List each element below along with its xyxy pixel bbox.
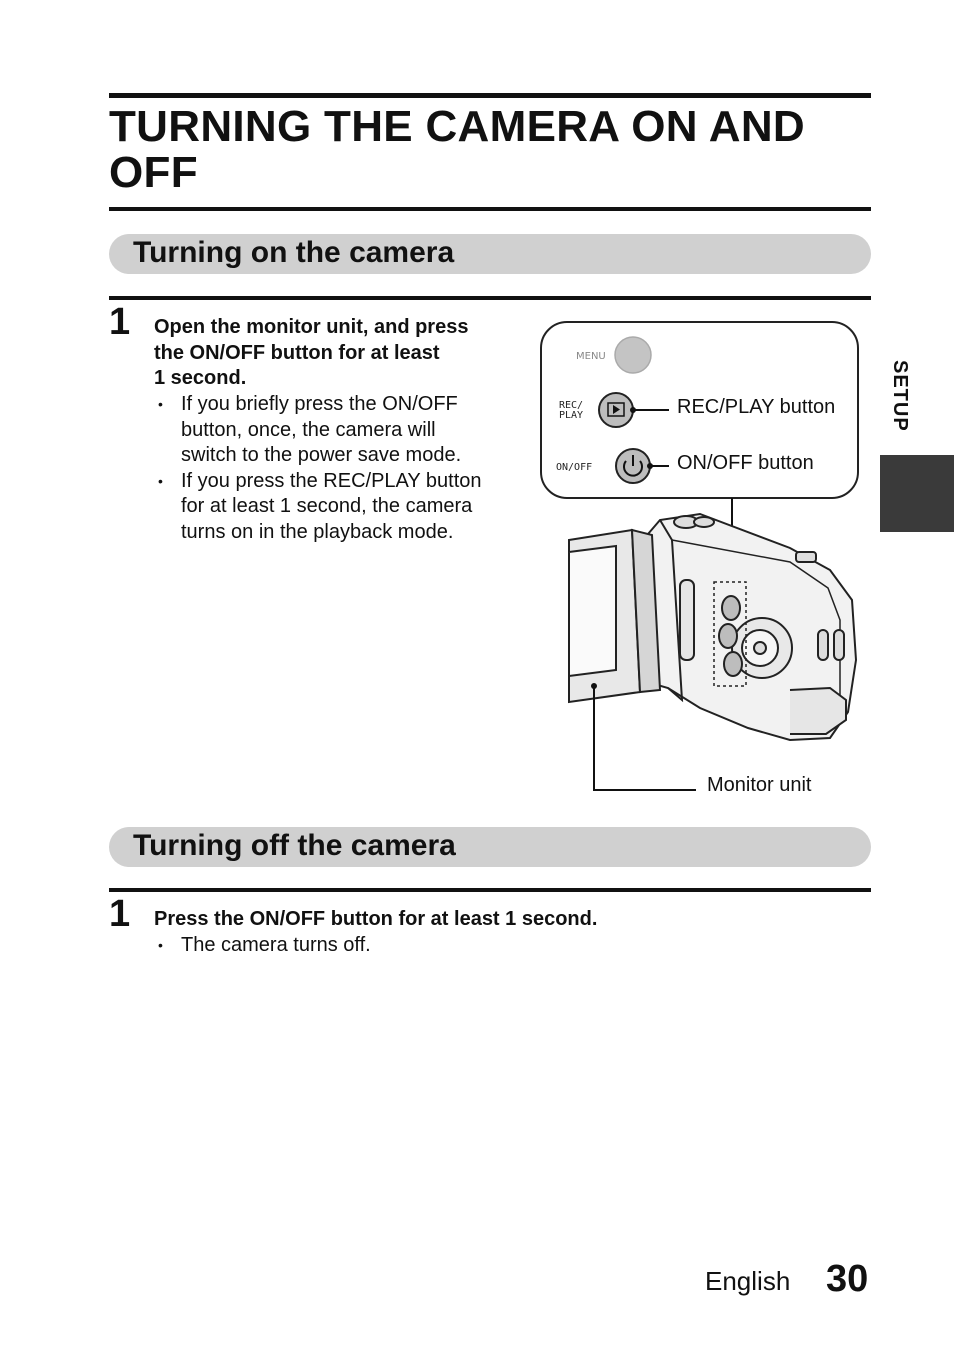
- page-title: TURNING THE CAMERA ON AND OFF: [109, 102, 805, 197]
- title-top-rule: [109, 93, 871, 98]
- step-instruction: Open the monitor unit, and press the ON/…: [154, 315, 468, 392]
- rec-play-label-2: PLAY: [559, 410, 583, 421]
- step-rule: [109, 888, 871, 892]
- section-header-turning-on: Turning on the camera: [109, 234, 871, 274]
- monitor-callout: Monitor unit: [707, 774, 812, 796]
- step-bullets: The camera turns off.: [154, 933, 371, 959]
- step-number: 1: [109, 893, 131, 935]
- section-heading: Turning off the camera: [133, 829, 456, 862]
- monitor-unit: [568, 528, 662, 704]
- menu-label: MENU: [576, 351, 606, 362]
- rec-play-label-1: REC/: [559, 400, 583, 411]
- page-number: 30: [826, 1258, 869, 1300]
- bullet-line: If you press the REC/PLAY button: [181, 469, 482, 492]
- section-header-turning-off: Turning off the camera: [109, 827, 871, 867]
- step-instruction: Press the ON/OFF button for at least 1 s…: [154, 908, 598, 930]
- footer-language: English: [705, 1266, 791, 1296]
- instruction-line: 1 second.: [154, 367, 247, 389]
- bullet-line: button, once, the camera will: [181, 418, 436, 441]
- step-bullets: If you briefly press the ON/OFF button, …: [154, 392, 482, 545]
- section-heading: Turning on the camera: [133, 236, 455, 269]
- camera-body: [634, 512, 858, 742]
- play-icon-frame: [607, 402, 625, 417]
- power-icon: [623, 460, 643, 477]
- play-icon: [613, 405, 620, 414]
- instruction-line: Open the monitor unit, and press: [154, 316, 469, 338]
- side-tab-label: SETUP: [889, 360, 911, 432]
- bullet-item: If you briefly press the ON/OFF button, …: [154, 392, 482, 469]
- bullet-item: The camera turns off.: [154, 933, 371, 959]
- instruction-line: the ON/OFF button for at least: [154, 341, 440, 364]
- bullet-item: If you press the REC/PLAY button for at …: [154, 469, 482, 546]
- on-off-callout: ON/OFF button: [677, 452, 814, 474]
- bullet-line: for at least 1 second, the camera: [181, 495, 473, 517]
- bullet-line: turns on in the playback mode.: [181, 520, 454, 543]
- side-tab: [880, 455, 954, 532]
- bullet-line: If you briefly press the ON/OFF: [181, 393, 458, 415]
- title-bottom-rule: [109, 207, 871, 211]
- step-rule: [109, 296, 871, 300]
- step-number: 1: [109, 301, 131, 343]
- menu-button-icon: [614, 336, 652, 374]
- bullet-line: switch to the power save mode.: [181, 444, 462, 466]
- rec-play-callout: REC/PLAY button: [677, 396, 836, 418]
- on-off-label: ON/OFF: [556, 462, 592, 473]
